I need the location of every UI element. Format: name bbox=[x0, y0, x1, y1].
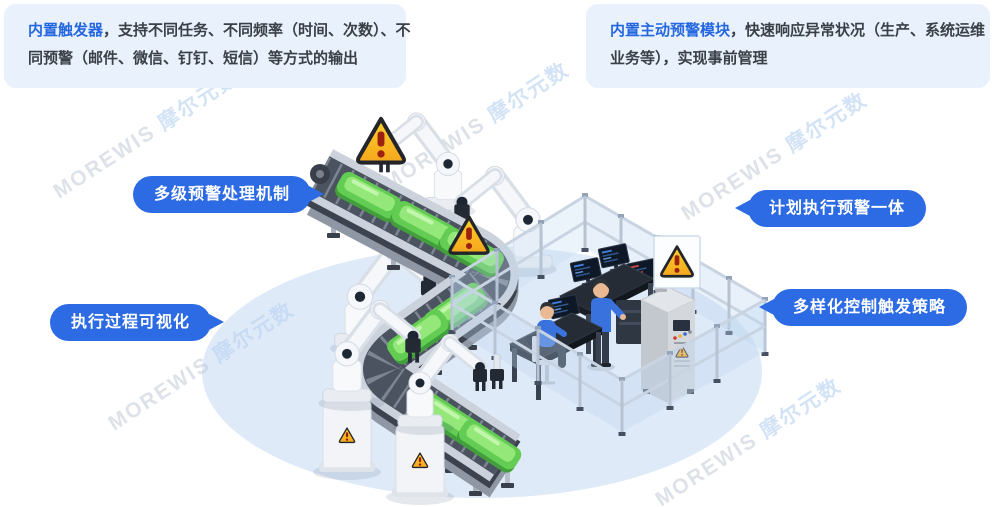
callout-plan-alert-integration: 计划执行预警一体 bbox=[735, 190, 927, 227]
card-body: ，快速响应异常状况（生产、系统运维业务等），实现事前管理 bbox=[610, 22, 986, 67]
card-highlight: 内置触发器 bbox=[28, 22, 104, 39]
safety-fence-front bbox=[451, 276, 766, 436]
callout-label: 计划执行预警一体 bbox=[769, 200, 906, 217]
warning-sign bbox=[653, 235, 701, 289]
feature-card-trigger: 内置触发器，支持不同任务、不同频率（时间、次数）、不同预警（邮件、微信、钉钉、短… bbox=[4, 4, 411, 88]
callout-label: 执行过程可视化 bbox=[71, 314, 191, 331]
card-highlight: 内置主动预警模块 bbox=[610, 22, 731, 39]
callout-multi-level-alert: 多级预警处理机制 bbox=[133, 176, 325, 213]
callout-pointer bbox=[759, 299, 774, 315]
callout-pointer bbox=[735, 200, 750, 216]
gripper-tool bbox=[490, 353, 504, 389]
callout-pointer bbox=[209, 314, 225, 330]
callout-label: 多样化控制触发策略 bbox=[793, 299, 947, 316]
control-cabinet bbox=[639, 277, 697, 403]
callout-label: 多级预警处理机制 bbox=[154, 186, 291, 203]
conveyor-belt bbox=[310, 164, 524, 496]
feature-card-alert-module: 内置主动预警模块，快速响应异常状况（生产、系统运维业务等），实现事前管理 bbox=[586, 4, 990, 88]
callout-diverse-trigger-strategy: 多样化控制触发策略 bbox=[759, 289, 968, 326]
callout-process-visualization: 执行过程可视化 bbox=[50, 304, 225, 341]
callout-pointer bbox=[309, 186, 325, 202]
card-body: ，支持不同任务、不同频率（时间、次数）、不同预警（邮件、微信、钉钉、短信）等方式… bbox=[28, 22, 411, 67]
